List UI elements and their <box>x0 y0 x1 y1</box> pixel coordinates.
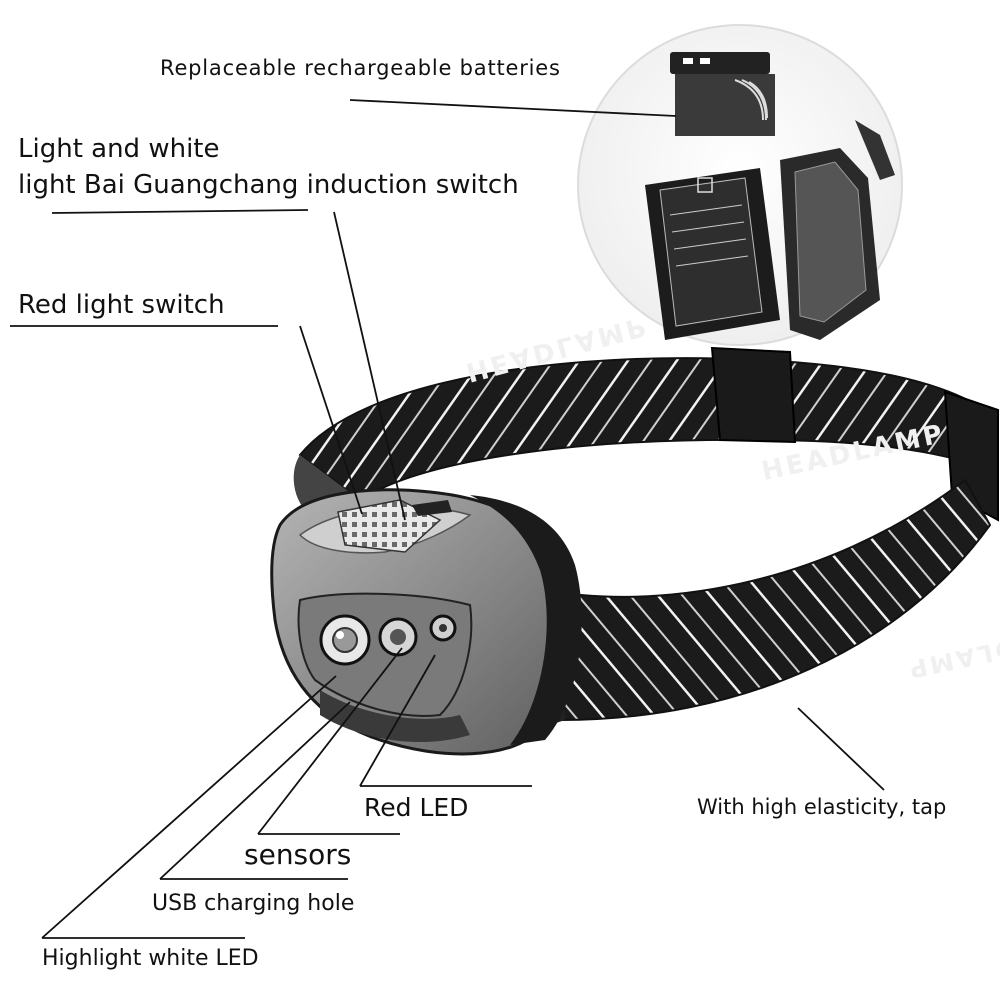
white-led-icon <box>319 614 371 666</box>
battery-inset <box>577 24 903 346</box>
lamp-housing <box>270 488 582 756</box>
label-elasticity: With high elasticity, tap <box>697 795 947 819</box>
red-led-icon <box>378 617 418 657</box>
leader-lines <box>10 99 885 939</box>
battery-compartment-icon <box>645 120 895 340</box>
red-switch-button <box>412 500 452 516</box>
loose-battery-icon <box>670 52 775 136</box>
label-white-led: Highlight white LED <box>42 946 259 971</box>
sensor-icon <box>429 614 457 642</box>
label-induction-line2: light Bai Guangchang induction switch <box>18 170 519 200</box>
usb-port <box>320 690 470 743</box>
label-sensors: sensors <box>244 838 352 871</box>
switch-pad <box>337 499 442 553</box>
label-induction-line1: Light and white <box>18 134 220 164</box>
label-red-switch: Red light switch <box>18 290 225 320</box>
label-red-led: Red LED <box>364 793 469 822</box>
label-batteries: Replaceable rechargeable batteries <box>160 56 561 80</box>
label-usb: USB charging hole <box>152 891 355 916</box>
